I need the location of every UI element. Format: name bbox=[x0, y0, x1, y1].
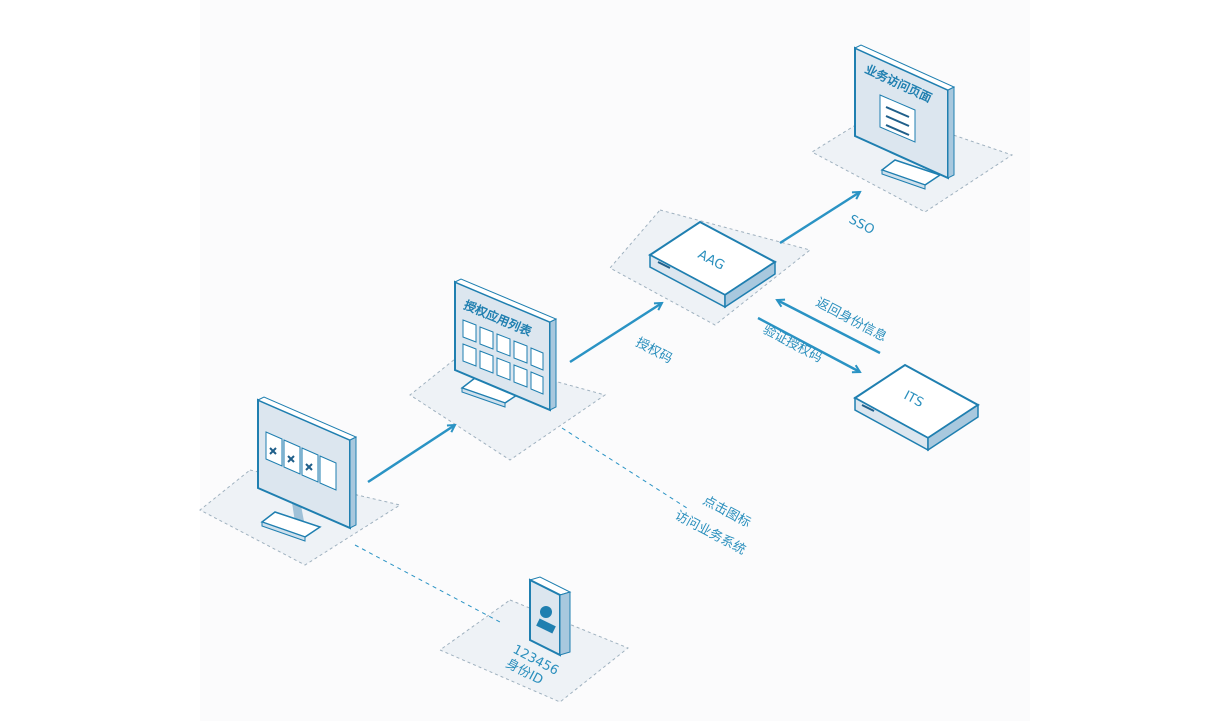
ground-plate-phone bbox=[438, 599, 629, 703]
arrow-login-to-applist bbox=[367, 425, 455, 484]
dashed-link-login-phone bbox=[354, 544, 501, 623]
arrow-applist-to-aag bbox=[569, 303, 662, 364]
verify-code-label: 验证授权码 bbox=[760, 321, 825, 366]
dashed-link-applist-note bbox=[561, 427, 691, 511]
sso-label: SSO bbox=[846, 212, 877, 238]
phone-device bbox=[528, 576, 572, 657]
ground-plate-applist bbox=[409, 354, 607, 461]
login-monitor bbox=[256, 396, 358, 542]
applist-grid bbox=[462, 319, 544, 395]
arrow-aag-to-its bbox=[757, 316, 860, 372]
arrow-aag-to-business bbox=[779, 192, 860, 245]
applist-monitor: 授权应用列表 bbox=[453, 278, 558, 412]
arrow-its-to-aag bbox=[777, 300, 881, 355]
phone-app-logo-icon bbox=[540, 606, 552, 618]
auth-code-label: 授权码 bbox=[633, 334, 675, 366]
aag-device: AAG bbox=[648, 220, 777, 309]
its-device: ITS bbox=[853, 363, 980, 452]
business-monitor: 业务访问页面 bbox=[853, 44, 956, 190]
